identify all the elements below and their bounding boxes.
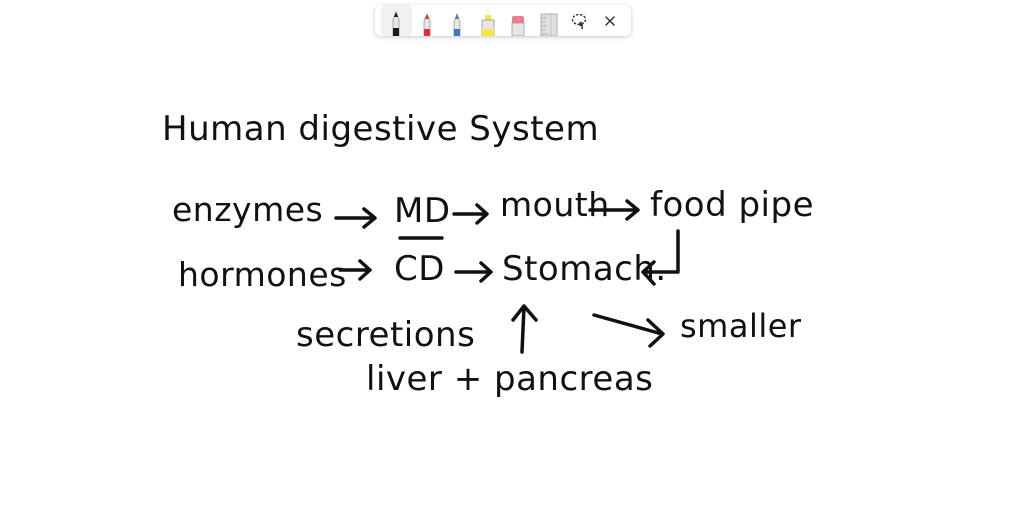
arrow-stomach-to-smaller — [592, 313, 665, 348]
black-pen-tool[interactable] — [381, 5, 412, 36]
note-secretions: secretions — [296, 315, 476, 355]
blue-pen-icon — [453, 12, 461, 36]
note-mouth: mouth — [500, 185, 610, 224]
note-stomach: Stomach. — [502, 249, 667, 289]
arrow-mouth-to-food-pipe — [588, 199, 640, 221]
red-pen-icon — [423, 12, 431, 36]
note-title: Human digestive System — [162, 109, 600, 149]
red-pen-tool[interactable] — [412, 5, 443, 36]
arrow-food-pipe-to-stomach — [641, 229, 680, 286]
highlighter-icon — [481, 15, 495, 36]
note-food-pipe: food pipe — [650, 185, 814, 225]
lasso-icon — [572, 13, 587, 29]
note-hormones: hormones — [178, 255, 347, 294]
yellow-highlighter-tool[interactable] — [473, 5, 504, 36]
note-md: MD — [394, 191, 451, 231]
lasso-button[interactable] — [564, 5, 595, 36]
arrow-cd-to-stomach — [454, 261, 493, 283]
note-liver-pancreas: liver + pancreas — [366, 359, 654, 399]
md-underline — [398, 236, 444, 240]
close-icon — [605, 15, 615, 26]
note-cd: CD — [394, 249, 445, 289]
blue-pen-tool[interactable] — [442, 5, 473, 36]
arrow-enzymes-to-md — [334, 207, 377, 229]
eraser-icon — [511, 16, 525, 36]
pen-toolbar — [375, 5, 631, 36]
ruler-icon — [540, 13, 558, 36]
arrow-up-to-stomach — [511, 304, 538, 354]
eraser-tool[interactable] — [503, 5, 534, 36]
black-pen-icon — [392, 10, 400, 36]
ruler-tool[interactable] — [534, 5, 565, 36]
close-toolbar-button[interactable] — [595, 5, 626, 36]
note-enzymes: enzymes — [172, 190, 324, 229]
note-smaller: smaller — [680, 307, 802, 345]
arrow-hormones-to-cd — [338, 259, 372, 281]
arrow-md-to-mouth — [452, 203, 489, 225]
